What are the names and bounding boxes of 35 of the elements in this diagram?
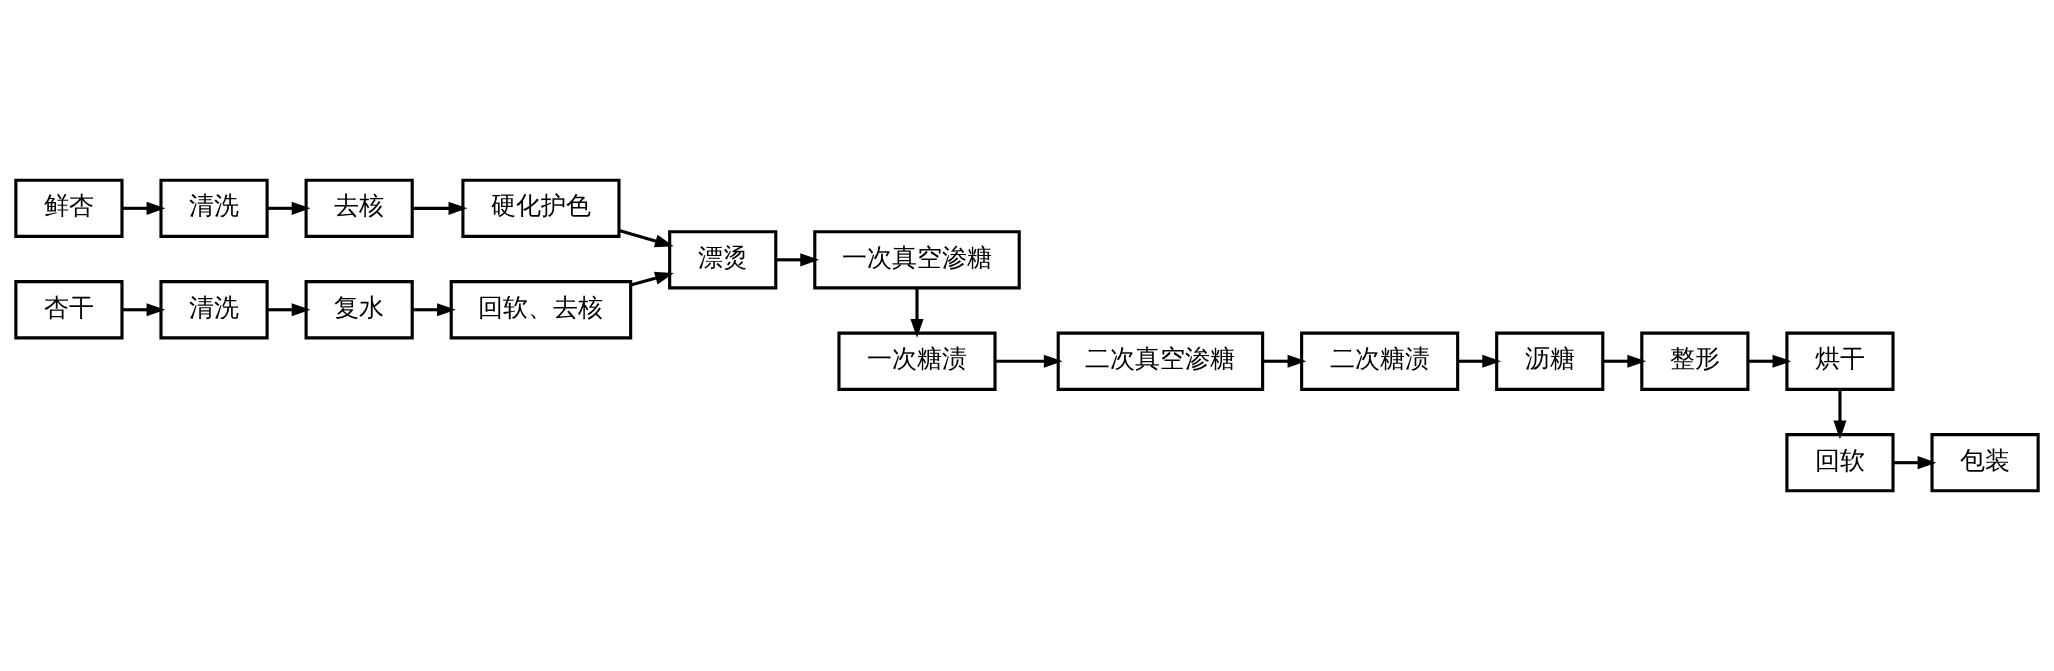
node-box: 沥糖 — [1495, 331, 1605, 391]
arrow — [122, 303, 166, 317]
arrow — [122, 201, 166, 215]
arrow — [910, 288, 924, 338]
arrow — [267, 303, 311, 317]
arrow — [618, 228, 674, 248]
node-box: 清洗 — [159, 280, 269, 340]
arrow — [1893, 456, 1937, 470]
node-box: 硬化护色 — [461, 178, 621, 238]
arrow — [1748, 354, 1792, 368]
arrow — [776, 253, 820, 267]
arrow — [995, 354, 1063, 368]
node-box: 整形 — [1640, 331, 1750, 391]
node-box: 一次真空渗糖 — [813, 230, 1021, 290]
arrow — [412, 201, 468, 215]
arrow — [630, 271, 674, 287]
node-box: 二次糖渍 — [1300, 331, 1460, 391]
node-box: 清洗 — [159, 178, 269, 238]
arrow — [412, 303, 456, 317]
node-box: 二次真空渗糖 — [1056, 331, 1265, 391]
node-box: 烘干 — [1785, 331, 1895, 391]
arrow — [1833, 389, 1847, 440]
arrow — [1263, 354, 1307, 368]
node-box: 复水 — [304, 280, 414, 340]
arrow — [1602, 354, 1647, 368]
node-box: 一次糖渍 — [837, 331, 997, 391]
arrow — [1457, 354, 1502, 368]
node-box: 漂烫 — [668, 230, 778, 290]
arrow — [267, 201, 311, 215]
node-box: 包装 — [1930, 433, 2040, 493]
node-box: 杏干 — [14, 280, 124, 340]
node-box: 回软 — [1785, 433, 1895, 493]
node-box: 去核 — [304, 178, 414, 238]
node-box: 鲜杏 — [14, 178, 124, 238]
node-box: 回软、去核 — [449, 280, 633, 340]
